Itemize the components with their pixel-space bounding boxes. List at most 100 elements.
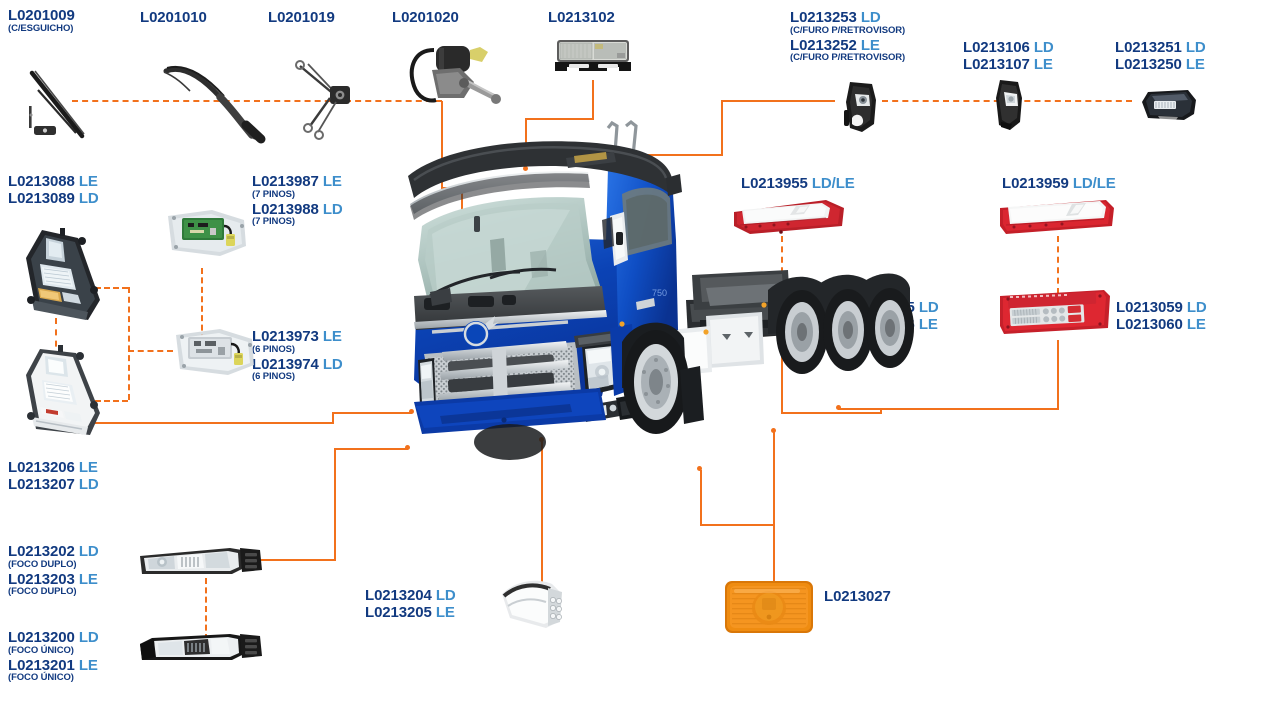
connector-module-link-v <box>201 268 203 340</box>
part-number: L0213987 <box>252 173 319 190</box>
art-mirror-lamp <box>988 78 1032 136</box>
part-number: L0201019 <box>268 9 335 26</box>
connector-hl-chrome-v1 <box>332 412 334 422</box>
part-number: L0201009 <box>8 7 75 24</box>
connector-hl-link-v <box>55 318 57 358</box>
art-foglamp-unico <box>138 632 264 668</box>
part-number: L0213088 <box>8 173 75 190</box>
art-mirror-assembly <box>838 80 886 138</box>
side-code: LD <box>78 475 99 493</box>
part-note: (C/FURO P/RETROVISOR) <box>790 24 906 36</box>
side-code: LD/LE <box>811 175 855 192</box>
art-wiper-linkage <box>290 60 370 142</box>
side-code: LE <box>860 36 880 54</box>
part-number: L0213207 <box>8 475 75 493</box>
part-number: L0213059 <box>1116 299 1183 316</box>
art-headlamp-dark <box>16 228 110 328</box>
connector-rooflamp-h1 <box>525 118 594 120</box>
part-number: L0213252 <box>790 36 857 54</box>
part-number: L0213959 <box>1002 175 1069 192</box>
side-code: LE <box>322 328 342 345</box>
part-number: L0213203 <box>8 570 75 588</box>
connector-hl-bus-v <box>128 287 130 400</box>
side-code: LD <box>860 9 881 26</box>
side-code: LD/LE <box>1072 175 1116 192</box>
connector-hl-dark-dashed-h <box>86 287 128 289</box>
art-taillens-959 <box>996 198 1118 238</box>
connector-rooflamp-v1 <box>592 80 594 118</box>
label-module-7pin-group: L0213987 LE (7 PINOS) L0213988 LD (7 PIN… <box>252 174 343 227</box>
part-number: L0213204 <box>365 587 432 604</box>
part-number: L0213060 <box>1116 315 1183 333</box>
art-roof-lamp <box>551 38 635 80</box>
connector-fog-h1 <box>258 559 336 561</box>
connector-tail-right-h <box>880 408 1059 410</box>
part-note: (C/FURO P/RETROVISOR) <box>790 52 906 64</box>
connector-tail959-dashed <box>1057 236 1059 294</box>
connector-amber-h1 <box>700 524 775 526</box>
connector-tail955-dashed <box>781 236 783 294</box>
connector-module6-dashed-h <box>128 350 173 352</box>
label-module-6pin-group: L0213973 LE (6 PINOS) L0213974 LD (6 PIN… <box>252 329 343 382</box>
label-headlamp-chrome-group: L0213206 LE L0213207 LD <box>8 460 99 494</box>
side-code: LE <box>1033 55 1053 73</box>
part-note: (FOCO DUPLO) <box>8 586 77 598</box>
part-note: (C/ESGUICHO) <box>8 22 74 34</box>
connector-tail-right-v <box>1057 340 1059 409</box>
side-code: LD <box>1186 299 1207 316</box>
connector-mirror-v1 <box>721 100 723 154</box>
label-headlamp-dark-group: L0213088 LE L0213089 LD <box>8 174 99 208</box>
side-code: LD <box>78 189 99 207</box>
connector-hl-chrome-h1 <box>88 422 334 424</box>
part-note: (FOCO ÚNICO) <box>8 644 74 656</box>
side-code: LD <box>435 587 456 604</box>
part-number: L0213027 <box>824 588 891 605</box>
connector-wiper-motor-v1 <box>441 101 443 187</box>
label-marker-chrome-group: L0213204 LD L0213205 LE <box>365 588 456 622</box>
part-number: L0213973 <box>252 328 319 345</box>
label-roof-corner-group: L0213251 LD L0213250 LE <box>1115 40 1206 74</box>
side-code: LD <box>322 200 343 218</box>
label-taillens-955: L0213955 LD/LE <box>741 176 855 193</box>
part-number: L0213200 <box>8 629 75 646</box>
art-wiper-motor <box>404 42 504 112</box>
connector-fog-h2 <box>334 448 408 450</box>
connector-amber-v1 <box>773 432 775 584</box>
connector-endpoint-hl-chrome <box>409 409 414 414</box>
side-code: LD <box>322 355 343 373</box>
art-taillens-955 <box>730 198 848 238</box>
connector-tail-join-v <box>880 408 882 413</box>
connector-endpoint-amber-front <box>697 466 702 471</box>
label-mirror-group: L0213253 LD (C/FURO P/RETROVISOR) L02132… <box>790 10 905 63</box>
svg-text:750: 750 <box>652 288 667 298</box>
side-code: LE <box>78 173 98 190</box>
connector-mirror-h1 <box>721 100 835 102</box>
part-number: L0213102 <box>548 9 615 26</box>
part-number: L0201020 <box>392 9 459 26</box>
side-code: LD <box>78 629 99 646</box>
part-number: L0213202 <box>8 543 75 560</box>
connector-mirror-h2 <box>597 154 723 156</box>
label-taillens-959: L0213959 LD/LE <box>1002 176 1116 193</box>
art-side-marker-amber <box>724 580 814 634</box>
part-note: (FOCO ÚNICO) <box>8 672 74 684</box>
label-wiper-linkage: L0201019 <box>268 10 335 27</box>
art-volvo-fh-truck: 750 <box>370 119 914 520</box>
connector-endpoint-amber-rear <box>771 428 776 433</box>
part-number: L0213253 <box>790 9 857 26</box>
part-number: L0213206 <box>8 459 75 476</box>
label-mirror-lamp-group: L0213106 LD L0213107 LE <box>963 40 1054 74</box>
connector-hl-chrome-dashed-h <box>86 400 128 402</box>
connector-endpoint-fog <box>405 445 410 450</box>
side-code: LE <box>322 173 342 190</box>
side-code: LE <box>78 459 98 476</box>
connector-tail-left-v <box>781 340 783 414</box>
part-number: L0213974 <box>252 355 319 373</box>
connector-tail-left-h <box>781 412 882 414</box>
part-note: (6 PINOS) <box>252 343 295 355</box>
art-led-module-7pin <box>160 206 252 262</box>
connector-marker-v1 <box>541 440 543 600</box>
part-number: L0213201 <box>8 656 75 674</box>
art-headlamp-chrome <box>16 345 110 441</box>
